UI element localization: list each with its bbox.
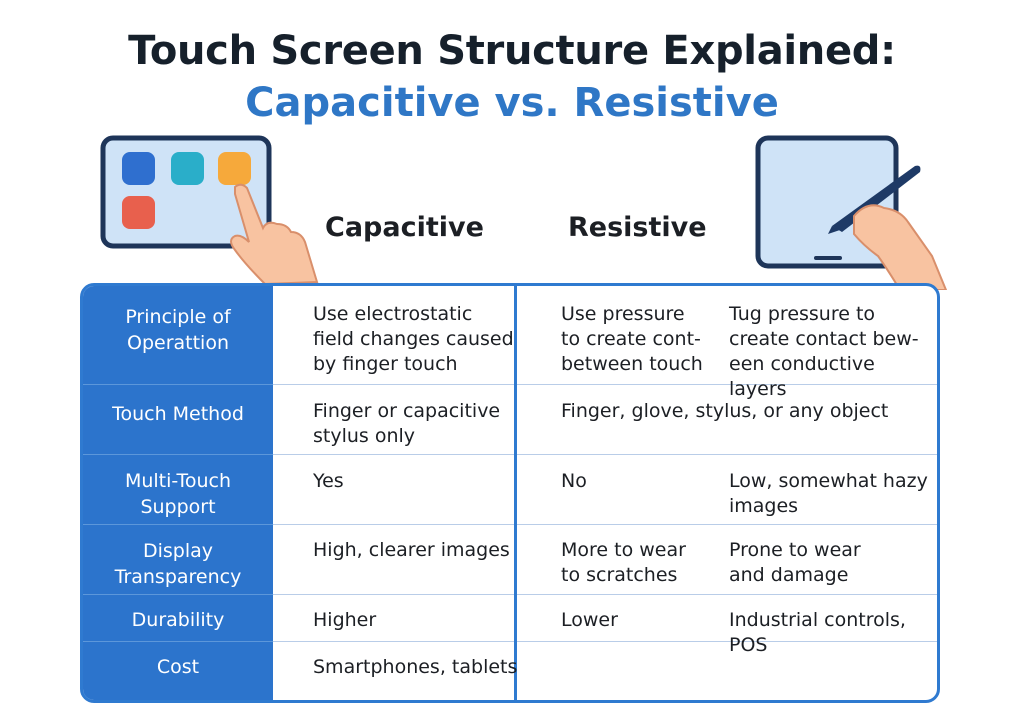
cell-resistive-touch-method: Finger, glove, stylus, or any object — [561, 400, 889, 422]
row-label-touch-method: Touch Method — [112, 403, 244, 425]
cell-capacitive-principle: Use electrostatic field changes caused b… — [313, 303, 514, 375]
row-label-cost: Cost — [156, 656, 200, 678]
cell-capacitive-transparency: High, clearer images — [313, 539, 510, 561]
app-icon-teal — [171, 152, 204, 185]
row-label-display-transparency: Display Transparency — [114, 540, 242, 588]
cell-resistive-transparency-b: Prone to wear and damage — [729, 539, 861, 586]
row-label-durability: Durability — [131, 609, 225, 631]
row-label-multi-touch: Multi-Touch Support — [124, 470, 232, 518]
app-icon-red — [122, 196, 155, 229]
stylus-hand-icon — [828, 165, 948, 290]
column-title-capacitive: Capacitive — [325, 212, 484, 243]
cell-resistive-multi-touch-a: No — [561, 470, 587, 492]
cell-resistive-multi-touch-b: Low, somewhat hazy images — [729, 470, 928, 517]
cell-capacitive-durability: Higher — [313, 609, 377, 631]
page-subtitle: Capacitive vs. Resistive — [245, 80, 779, 126]
cell-capacitive-touch-method: Finger or capacitive stylus only — [313, 400, 501, 447]
finger-hand-icon — [230, 183, 319, 286]
comparison-table: Principle of Operattion Use electrostati… — [80, 283, 940, 703]
page-title: Touch Screen Structure Explained: — [128, 28, 896, 74]
app-icon-orange — [218, 152, 251, 185]
row-label-principle: Principle of Operattion — [125, 306, 231, 354]
cell-resistive-durability-b: Industrial controls, POS — [729, 609, 906, 656]
tablet-with-apps-illustration — [100, 135, 319, 286]
tablet-with-stylus-illustration — [755, 135, 948, 290]
column-title-resistive: Resistive — [568, 212, 707, 243]
cell-resistive-principle-b: Tug pressure to create contact bew- een … — [729, 303, 919, 400]
cell-resistive-transparency-a: More to wear to scratches — [561, 539, 686, 586]
cell-capacitive-cost: Smartphones, tablets — [313, 656, 518, 678]
cell-resistive-durability-a: Lower — [561, 609, 618, 631]
app-icon-blue — [122, 152, 155, 185]
row-label-column — [83, 286, 273, 700]
cell-resistive-principle-a: Use pressure to create cont- between tou… — [561, 303, 703, 375]
column-divider — [514, 286, 517, 700]
cell-capacitive-multi-touch: Yes — [313, 470, 344, 492]
